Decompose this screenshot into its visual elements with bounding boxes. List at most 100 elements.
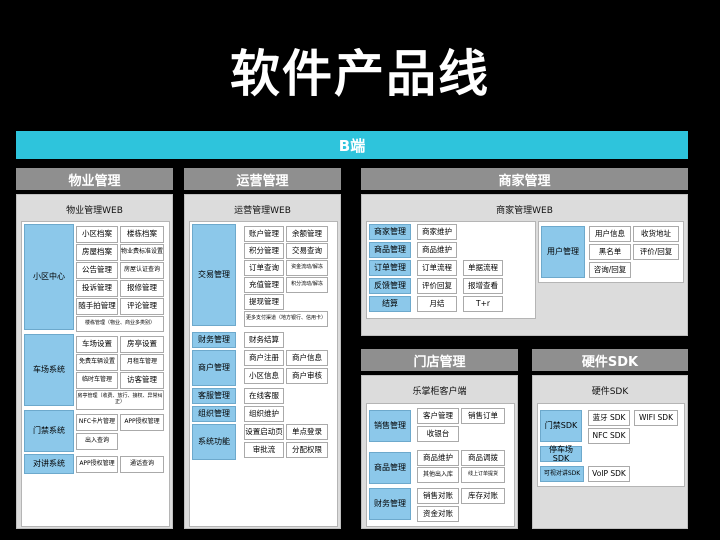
cell-transfer: 商品调拨 xyxy=(461,450,505,466)
cat-merchant: 商户管理 xyxy=(192,350,236,386)
wuye-header: 物业管理 xyxy=(16,168,173,190)
cell-merchant-register: 商户注册 xyxy=(244,350,284,366)
page-title: 软件产品线 xyxy=(230,45,490,103)
cell-other-io: 其他出入库 xyxy=(417,467,459,483)
cell-fund-flow: 资金流动/解冻 xyxy=(286,260,328,276)
cell-wifi-sdk: WIFI SDK xyxy=(634,410,678,426)
sdk-inner: 门禁SDK 停车场SDK 可视对讲SDK 蓝牙 SDK WIFI SDK NFC… xyxy=(537,403,685,487)
cat-product-manage: 商品管理 xyxy=(369,242,411,258)
mendian-sub: 乐掌柜客户端 xyxy=(412,387,467,397)
cell-trade-query: 交易查询 xyxy=(286,243,328,259)
cell-nfc-card: NFC卡片管理 xyxy=(76,414,118,431)
cell-user-review: 评价/回复 xyxy=(633,244,679,260)
cell-online-pickup: 线上订单提货 xyxy=(461,467,505,483)
sdk-sub: 硬件SDK xyxy=(591,387,629,397)
cell-review-reply: 评价回复 xyxy=(417,278,457,294)
cat-wuye-center: 小区中心 xyxy=(24,224,74,330)
cell-bluetooth-sdk: 蓝牙 SDK xyxy=(588,410,630,426)
cell-free-vehicle: 免费车辆设置 xyxy=(76,354,118,371)
cell-merchant-info: 商户信息 xyxy=(286,350,328,366)
cell-approval: 审批流 xyxy=(244,442,284,458)
cell-visitor: 访客管理 xyxy=(120,372,164,389)
cell-fee-standard: 物业费标准设置 xyxy=(120,244,164,261)
shangjia-panel: 商家管理WEB 商家管理 商品管理 订单管理 反馈管理 结算 商家维护 商品维护… xyxy=(361,194,688,336)
cat-sales: 销售管理 xyxy=(369,410,411,442)
yunying-inner: 交易管理 财务管理 商户管理 客服管理 组织管理 系统功能 账户管理 余额管理 … xyxy=(189,221,338,527)
yunying-header: 运营管理 xyxy=(184,168,341,190)
cell-monthly-vehicle: 月租车管理 xyxy=(120,354,164,371)
cell-order-query: 订单查询 xyxy=(244,260,284,276)
cell-voip-sdk: VoIP SDK xyxy=(588,466,630,482)
cell-report-view: 报增查看 xyxy=(463,278,503,294)
cat-intercom-system: 对讲系统 xyxy=(24,454,74,474)
cell-points: 积分管理 xyxy=(244,243,284,259)
wuye-sub: 物业管理WEB xyxy=(66,206,123,216)
cell-sales-recon: 销售对账 xyxy=(417,488,459,504)
cat-feedback-manage: 反馈管理 xyxy=(369,278,411,294)
cell-consult: 咨询/回复 xyxy=(589,262,631,278)
cell-settlement: 财务结算 xyxy=(244,332,284,348)
cell-points-flow: 积分流动/解冻 xyxy=(286,277,328,293)
cell-parking-setup: 车场设置 xyxy=(76,336,118,353)
shangjia-inner-right: 用户管理 用户信息 收货地址 黑名单 评价/回复 咨询/回复 xyxy=(538,221,684,283)
cat-org: 组织管理 xyxy=(192,406,236,422)
cell-balance: 余额管理 xyxy=(286,226,328,242)
cell-booth-setup: 房亭设置 xyxy=(120,336,164,353)
cat-service: 客服管理 xyxy=(192,388,236,404)
wuye-inner: 小区中心 车场系统 门禁系统 对讲系统 小区档案 楼栋档案 房屋档案 物业费标准… xyxy=(21,221,170,527)
cell-access-query: 出入查询 xyxy=(76,433,118,450)
cat-parking-system: 车场系统 xyxy=(24,334,74,406)
cell-fund-recon: 资金对账 xyxy=(417,506,459,522)
cell-community-info: 小区信息 xyxy=(244,368,284,384)
cell-call-query: 通话查询 xyxy=(120,456,164,473)
cat-finance-store: 财务管理 xyxy=(369,488,411,520)
shangjia-header: 商家管理 xyxy=(361,168,688,190)
cell-customer: 客户管理 xyxy=(417,408,459,424)
cell-app-auth-intercom: APP授权管理 xyxy=(76,456,118,473)
wuye-panel: 物业管理WEB 小区中心 车场系统 门禁系统 对讲系统 小区档案 楼栋档案 房屋… xyxy=(16,194,173,529)
cell-snapshot: 随手拍管理 xyxy=(76,298,118,315)
cell-house-verify: 房屋认证查询 xyxy=(120,262,164,279)
cell-t-plus-r: T+r xyxy=(463,296,503,312)
mendian-inner: 销售管理 商品管理 财务管理 客户管理 销售订单 收银台 商品维护 商品调拨 其… xyxy=(366,403,515,527)
cat-finance: 财务管理 xyxy=(192,332,236,348)
cell-more-channels: 更多支付渠道（地方银行、信用卡） xyxy=(244,311,328,327)
mendian-panel: 乐掌柜客户端 销售管理 商品管理 财务管理 客户管理 销售订单 收银台 商品维护… xyxy=(361,375,518,529)
cell-temp-vehicle: 临时车管理 xyxy=(76,372,118,389)
cell-recharge: 充值管理 xyxy=(244,277,284,293)
cat-system: 系统功能 xyxy=(192,424,236,460)
cell-complaint: 投诉管理 xyxy=(76,280,118,297)
cell-org-maintain: 组织维护 xyxy=(244,406,284,422)
cell-fangwu-dangan: 房屋档案 xyxy=(76,244,118,261)
sdk-header: 硬件SDK xyxy=(532,349,688,371)
cell-product-maintain: 商品维护 xyxy=(417,242,457,258)
cell-xiaoqu-dangan: 小区档案 xyxy=(76,226,118,243)
cell-account: 账户管理 xyxy=(244,226,284,242)
cell-notice: 公告管理 xyxy=(76,262,118,279)
cell-booth-manage: 房亭管理（收费、放行、接权、异常纠正） xyxy=(76,390,164,410)
cat-products: 商品管理 xyxy=(369,452,411,484)
cat-settle: 结算 xyxy=(369,296,411,312)
cell-monthly: 月结 xyxy=(417,296,457,312)
yunying-panel: 运营管理WEB 交易管理 财务管理 商户管理 客服管理 组织管理 系统功能 账户… xyxy=(184,194,341,529)
cell-user-info: 用户信息 xyxy=(589,226,631,242)
cell-sales-order: 销售订单 xyxy=(461,408,505,424)
cell-merchant-maintain: 商家维护 xyxy=(417,224,457,240)
mendian-header: 门店管理 xyxy=(361,349,518,371)
cat-merchant-manage: 商家管理 xyxy=(369,224,411,240)
cat-order-manage: 订单管理 xyxy=(369,260,411,276)
b-end-banner: B端 xyxy=(16,131,688,159)
cell-store-product: 商品维护 xyxy=(417,450,459,466)
cell-splash: 设置启动页 xyxy=(244,424,284,440)
cell-permissions: 分配权限 xyxy=(286,442,328,458)
cell-sso: 单点登录 xyxy=(286,424,328,440)
cat-user-manage: 用户管理 xyxy=(541,226,585,278)
cell-online-service: 在线客服 xyxy=(244,388,284,404)
cell-address: 收货地址 xyxy=(633,226,679,242)
shangjia-inner-left: 商家管理 商品管理 订单管理 反馈管理 结算 商家维护 商品维护 订单流程 单据… xyxy=(366,221,536,319)
cell-repair: 报修管理 xyxy=(120,280,164,297)
cell-order-flow: 订单流程 xyxy=(417,260,457,276)
cat-trade: 交易管理 xyxy=(192,224,236,326)
shangjia-sub: 商家管理WEB xyxy=(496,206,553,216)
cell-building-multi: 楼栋管理（物业、商业多类别） xyxy=(76,316,164,332)
